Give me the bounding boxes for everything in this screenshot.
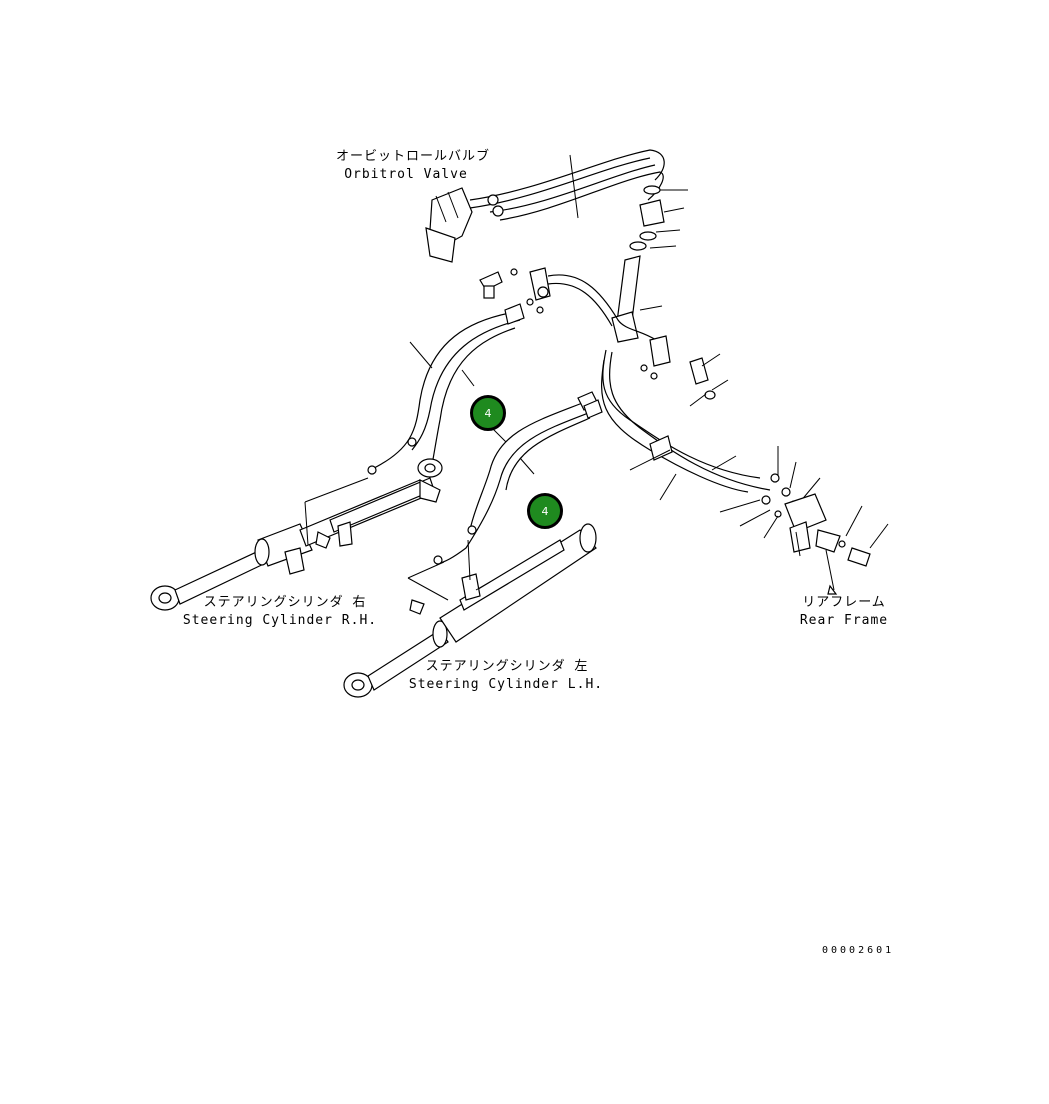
- orbitrol-valve-label-en: Orbitrol Valve: [344, 167, 468, 182]
- rear-frame-label-en: Rear Frame: [799, 613, 889, 628]
- rear-frame-label-jp: リアフレーム: [802, 595, 886, 610]
- steering-cylinder-rh: [150, 458, 443, 611]
- part-callout-4-upper[interactable]: 4: [470, 395, 506, 431]
- rear-hoses: [601, 349, 821, 539]
- orbitrol-valve: [425, 187, 473, 263]
- steering-cylinder-lh: [343, 523, 597, 698]
- rear-frame-block: [784, 493, 889, 595]
- middle-fittings: [479, 267, 729, 400]
- orbitrol-valve-label-jp: オービットロールバルブ: [336, 149, 491, 164]
- cylinder-rh-label-jp: ステアリングシリンダ 右: [203, 595, 367, 610]
- drawing-code: 00002601: [822, 945, 895, 956]
- cylinder-lh-label-en: Steering Cylinder L.H.: [408, 677, 604, 692]
- part-callout-4-lower[interactable]: 4: [527, 493, 563, 529]
- rh-hoses: [367, 303, 525, 496]
- lh-hoses: [433, 391, 603, 565]
- upper-hoses: [469, 149, 665, 221]
- cylinder-lh-label-jp: ステアリングシリンダ 左: [425, 659, 589, 674]
- cylinder-rh-label-en: Steering Cylinder R.H.: [182, 613, 378, 628]
- distribution-block: [611, 185, 688, 343]
